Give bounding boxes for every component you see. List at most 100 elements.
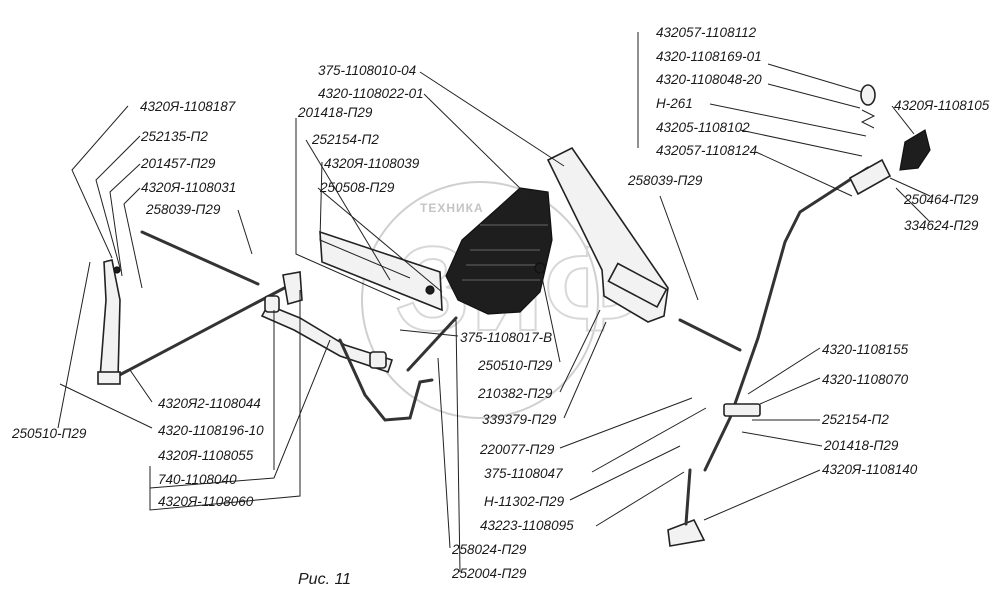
leader-m8 — [539, 267, 561, 363]
leader-r15 — [703, 469, 821, 521]
leader-m10 — [563, 321, 607, 419]
leader-r11 — [747, 347, 821, 395]
knob-cap — [860, 84, 876, 106]
label-m2: 252154-П2 — [311, 132, 379, 147]
bracket-bolt — [425, 285, 435, 295]
leader-m13 — [569, 445, 681, 501]
label-m9: 210382-П29 — [477, 386, 553, 401]
label-l5: 258039-П29 — [145, 202, 221, 217]
leader-m15 — [437, 357, 451, 549]
leader-l2 — [95, 135, 141, 269]
label-m8: 250510-П29 — [477, 358, 553, 373]
leader-l7 — [129, 369, 153, 403]
label-m11: 220077-П29 — [479, 442, 555, 457]
leader-l6 — [57, 261, 91, 429]
leader-r3 — [767, 83, 861, 109]
leader-r2 — [767, 63, 863, 93]
leader-m7 — [399, 329, 459, 337]
leader-m14 — [595, 471, 685, 527]
label-r6: 432057-1108124 — [656, 143, 757, 158]
leader-r5 — [739, 129, 863, 157]
leader-m2 — [305, 139, 391, 281]
leader-m6 — [423, 93, 531, 199]
label-r2: 4320-1108169-01 — [656, 49, 762, 64]
leader-r7 — [891, 105, 915, 135]
leader-r8 — [659, 195, 699, 301]
link-rod-lower — [108, 283, 292, 382]
label-r8: 258039-П29 — [627, 173, 703, 188]
label-r3: 4320-1108048-20 — [656, 72, 762, 87]
label-r1: 432057-1108112 — [656, 25, 757, 40]
pedal-pull-rod — [406, 316, 458, 372]
label-m1: 201418-П29 — [297, 105, 373, 120]
label-r9: 250464-П29 — [903, 192, 979, 207]
figure-caption: Рис. 11 — [298, 571, 351, 588]
label-m13: Н-11302-П29 — [484, 494, 565, 509]
label-r7: 4320Я-1108105 — [894, 98, 990, 113]
rubber-boot — [445, 187, 553, 315]
mount-bracket — [319, 230, 443, 312]
leader-lines — [57, 32, 931, 573]
lever-bracket — [723, 403, 761, 417]
label-m15: 258024-П29 — [451, 542, 527, 557]
label-l1: 4320Я-1108187 — [140, 99, 236, 114]
label-m16: 252004-П29 — [451, 566, 527, 581]
leader-r6 — [755, 151, 853, 197]
label-l4: 4320Я-1108031 — [141, 180, 236, 195]
label-m3: 4320Я-1108039 — [324, 156, 420, 171]
label-l10: 740-1108040 — [158, 472, 237, 487]
leader-m11 — [559, 397, 693, 449]
rod-bracket — [97, 371, 121, 385]
left-lever — [99, 259, 121, 383]
label-l9: 4320Я-1108055 — [158, 448, 254, 463]
shaft-bushing-left — [264, 295, 280, 313]
label-m12: 375-1108047 — [484, 466, 563, 481]
leader-l11 — [149, 290, 301, 511]
leader-m16 — [455, 319, 461, 573]
label-r13: 252154-П2 — [821, 412, 889, 427]
hand-lever-tube — [848, 158, 892, 196]
label-l2: 252135-П2 — [140, 129, 208, 144]
label-r12: 4320-1108070 — [822, 372, 909, 387]
lever-lower-rod — [684, 468, 692, 526]
knob-spring — [860, 109, 876, 129]
leader-m1 — [295, 118, 401, 301]
cross-shaft — [260, 303, 394, 374]
part-labels: 4320Я-1108187 252135-П2 201457-П29 4320Я… — [11, 25, 990, 588]
leader-m3 — [319, 161, 411, 279]
shaft-arm — [282, 271, 303, 306]
label-l3: 201457-П29 — [140, 156, 216, 171]
leader-m-bend — [149, 339, 331, 489]
parts-illustration — [97, 84, 931, 547]
label-r11: 4320-1108155 — [822, 342, 909, 357]
label-r10: 334624-П29 — [904, 218, 979, 233]
label-m5: 375-1108010-04 — [318, 63, 416, 78]
label-l6: 250510-П29 — [11, 426, 87, 441]
leader-m12 — [591, 407, 707, 473]
leader-r9 — [889, 177, 931, 197]
label-m14: 43223-1108095 — [480, 518, 574, 533]
label-l7: 4320Я2-1108044 — [158, 396, 261, 411]
leader-r14 — [741, 431, 823, 447]
leader-m9 — [559, 309, 601, 393]
leader-l4 — [123, 187, 143, 289]
label-m7: 375-1108017-В — [460, 330, 552, 345]
leader-r10 — [895, 187, 931, 223]
label-r14: 201418-П29 — [823, 438, 899, 453]
hand-lever-rod — [703, 166, 870, 472]
label-m4: 250508-П29 — [319, 180, 395, 195]
link-rod-upper — [140, 230, 260, 286]
leader-r12 — [759, 377, 821, 405]
bent-rod — [338, 338, 434, 422]
leader-l3 — [109, 163, 141, 277]
leader-l8 — [59, 383, 153, 429]
label-r5: 43205-1108102 — [656, 120, 750, 135]
watermark-circle — [361, 181, 599, 419]
leader-m5 — [419, 71, 565, 167]
leader-r4 — [709, 103, 867, 137]
leader-l5 — [237, 209, 253, 255]
lever-bolt — [113, 266, 121, 274]
leader-m4 — [317, 187, 443, 293]
